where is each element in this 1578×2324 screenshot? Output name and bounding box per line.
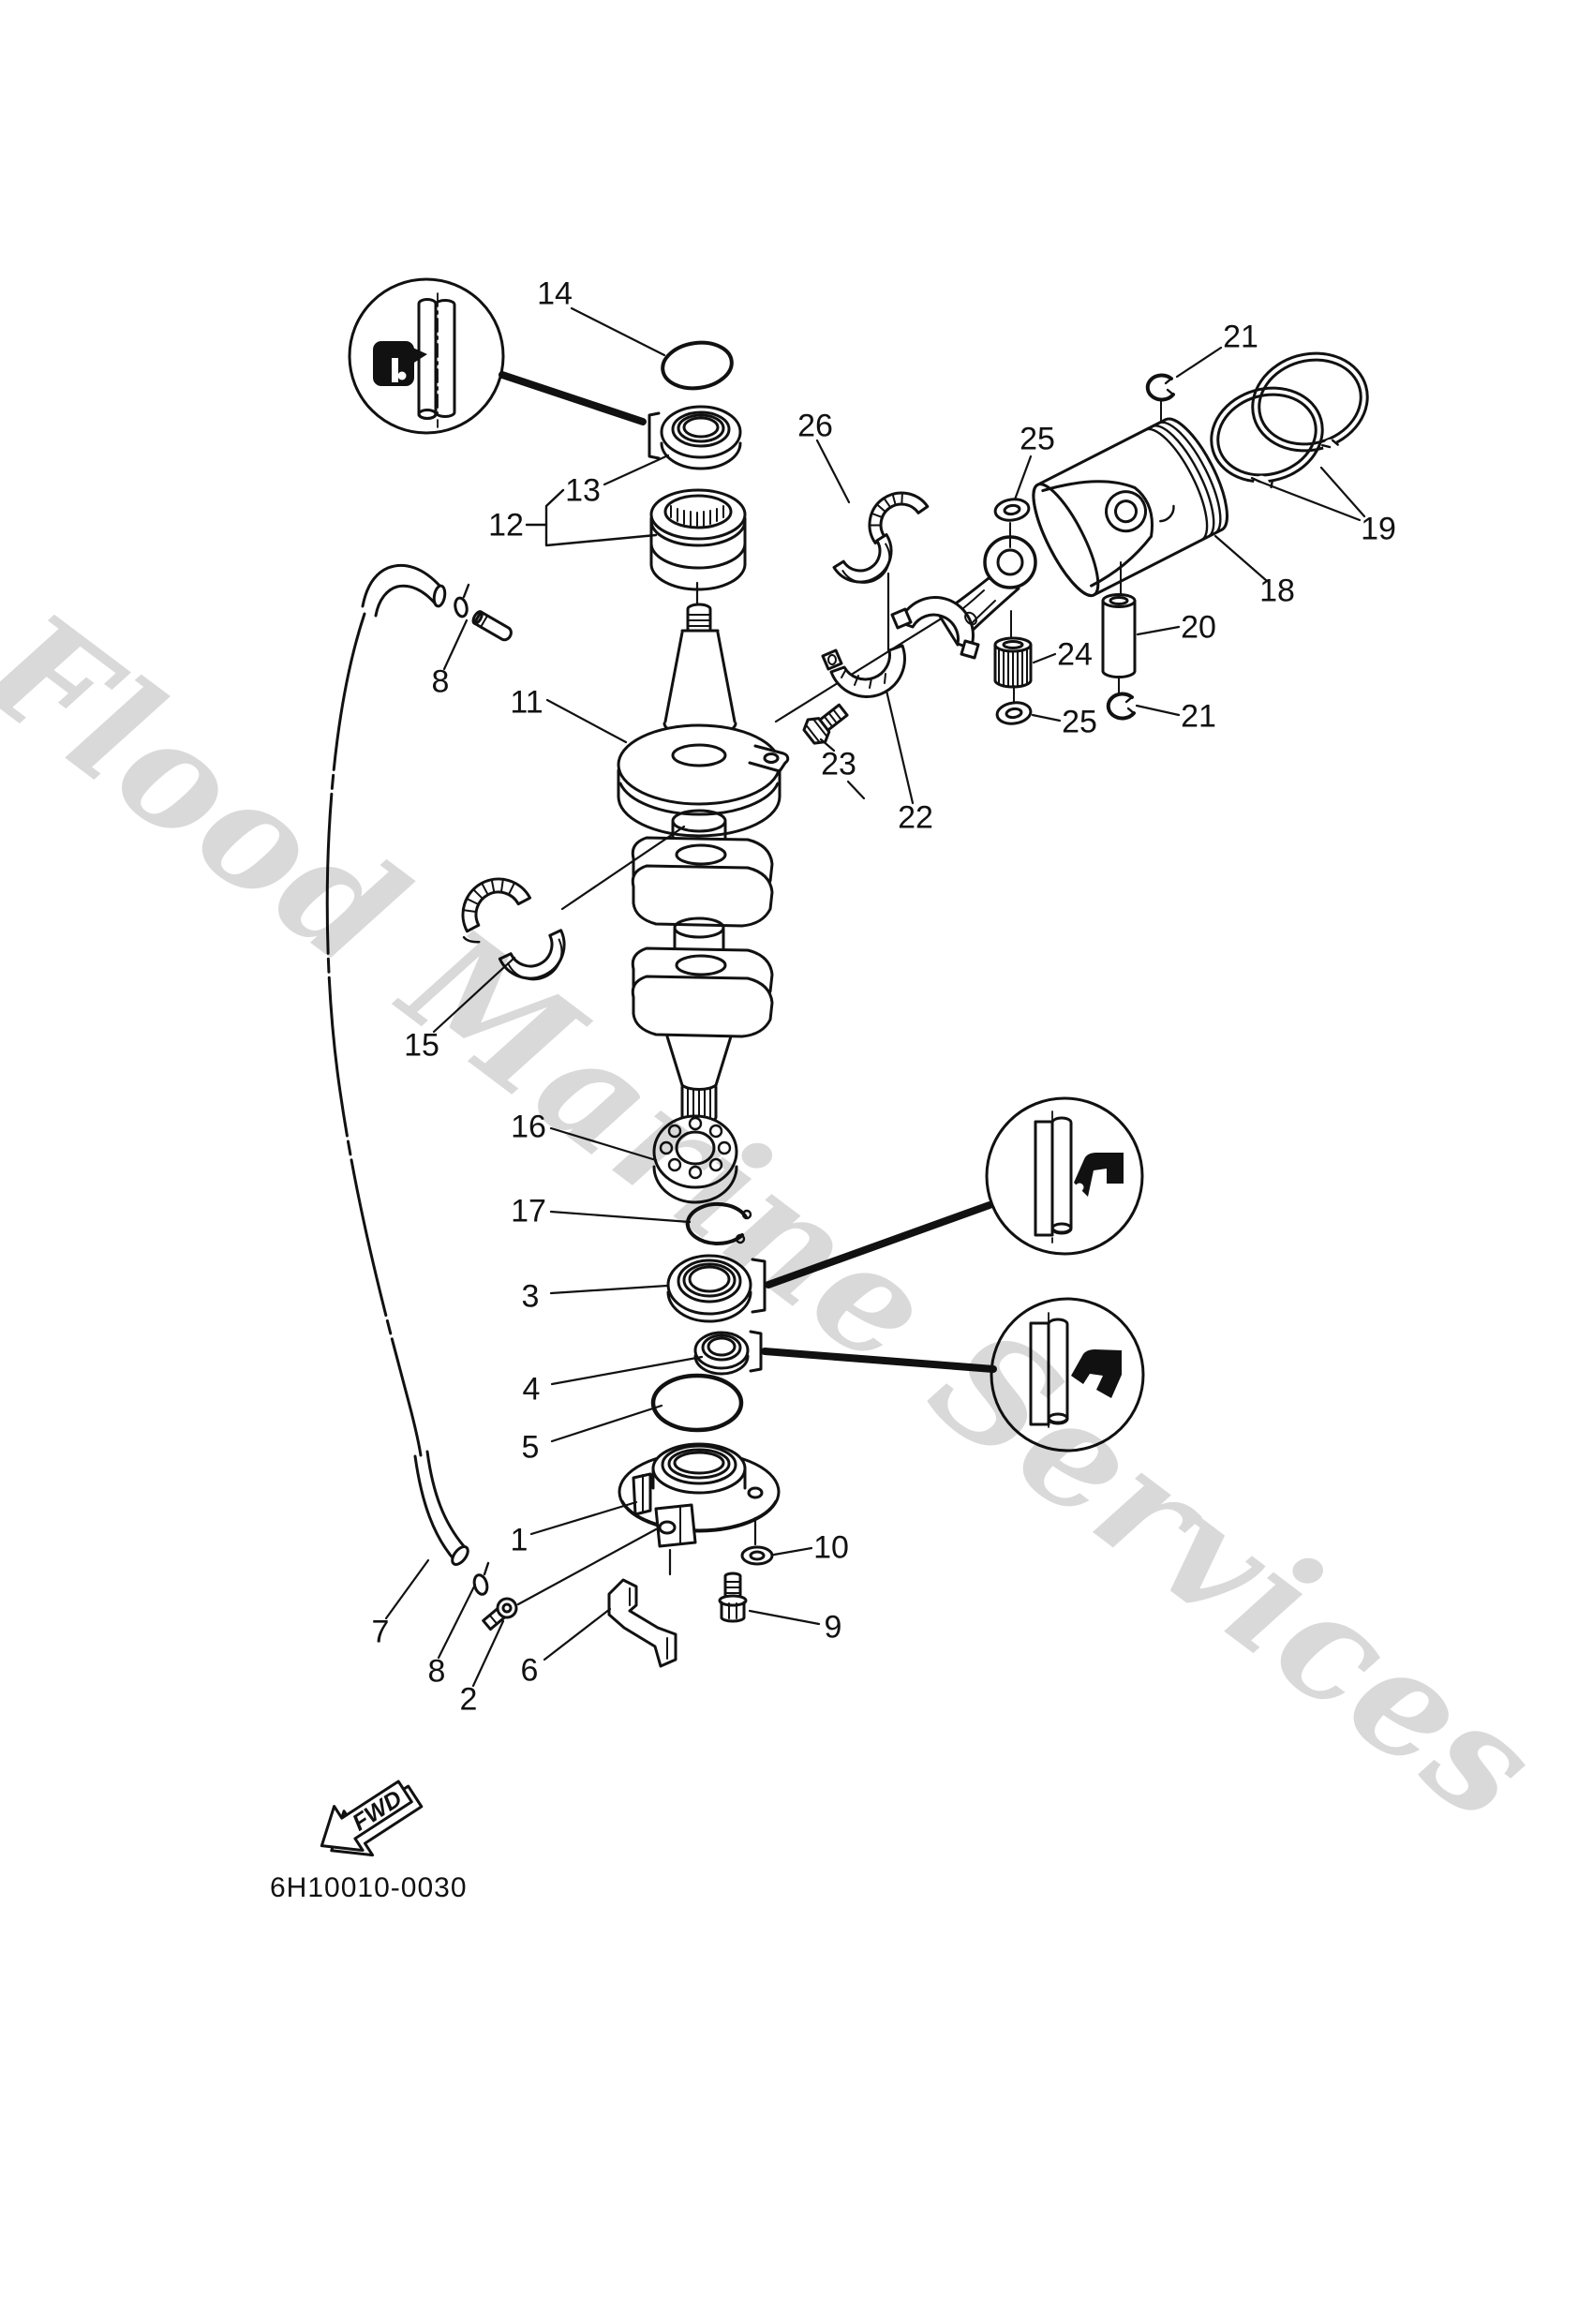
thrust-washer-25-top xyxy=(993,498,1031,522)
bolt-9 xyxy=(718,1572,748,1623)
callout-7-label: 7 xyxy=(371,1614,390,1650)
callout-25-label: 25 xyxy=(1062,704,1097,740)
callout-13-label: 13 xyxy=(565,472,601,509)
o-ring-5 xyxy=(650,1373,744,1433)
callout-22-label: 22 xyxy=(898,799,933,836)
ball-bearing-16 xyxy=(652,1114,738,1204)
oil-seal-3 xyxy=(666,1254,767,1323)
rod-bearing-halves-26 xyxy=(832,491,930,584)
callout-2-label: 2 xyxy=(459,1681,478,1718)
cap-bolt-23 xyxy=(802,703,849,745)
callout-8-label: 8 xyxy=(427,1653,446,1690)
callout-15-label: 15 xyxy=(404,1027,439,1064)
callout-8-label: 8 xyxy=(431,663,450,700)
pin-clip-21-top xyxy=(1145,373,1175,402)
callout-23-label: 23 xyxy=(821,746,856,782)
callout-6-label: 6 xyxy=(520,1652,539,1689)
oil-seal-4 xyxy=(693,1330,763,1376)
bracket-4 xyxy=(749,1330,763,1373)
detail-leader-lines xyxy=(499,371,997,1373)
seal-detail-circle-middle xyxy=(985,1096,1144,1256)
bracket-13 xyxy=(648,411,661,460)
callout-1-label: 1 xyxy=(510,1522,528,1558)
callout-10-label: 10 xyxy=(813,1529,849,1566)
bracket-3 xyxy=(751,1258,767,1314)
seal-cross-section-icon xyxy=(1074,1153,1124,1197)
callout-20-label: 20 xyxy=(1181,609,1216,646)
pin-clip-21-bottom xyxy=(1106,692,1136,721)
seal-detail-circle-bottom xyxy=(990,1297,1145,1452)
callout-24-label: 24 xyxy=(1057,636,1093,673)
connecting-rod xyxy=(774,535,1037,723)
callout-5-label: 5 xyxy=(521,1429,540,1466)
seal-detail-circle-top xyxy=(348,277,505,435)
callout-4-label: 4 xyxy=(522,1371,541,1408)
callout-11-label: 11 xyxy=(510,684,543,721)
seal-cross-section-icon xyxy=(1071,1349,1122,1398)
leader-lines xyxy=(384,306,1366,1688)
callout-16-label: 16 xyxy=(511,1109,546,1145)
oil-seal-13 xyxy=(648,405,742,470)
hose-clip-8-top xyxy=(454,583,470,618)
callout-17-label: 17 xyxy=(511,1193,546,1229)
callout-12-label: 12 xyxy=(488,507,524,544)
callout-19-label: 19 xyxy=(1361,511,1396,547)
callout-21-label: 21 xyxy=(1223,319,1258,355)
retainer-bracket-6 xyxy=(607,1578,677,1668)
callout-26-label: 26 xyxy=(797,408,833,444)
callout-14-label: 14 xyxy=(537,276,573,312)
callout-3-label: 3 xyxy=(521,1278,540,1315)
fitting-2 xyxy=(482,1597,518,1631)
piston-rings-19 xyxy=(1210,351,1369,491)
o-ring-14 xyxy=(661,340,734,391)
callout-9-label: 9 xyxy=(824,1609,842,1646)
thrust-washer-25-bottom xyxy=(995,701,1033,725)
small-end-bearing-24 xyxy=(993,522,1033,704)
callout-21-label: 21 xyxy=(1181,698,1216,735)
seal-cross-section-icon xyxy=(373,341,427,386)
piston-pin-20 xyxy=(1101,561,1137,694)
bracket-12 xyxy=(525,488,658,547)
breather-hose-7 xyxy=(325,563,469,1566)
fwd-direction-arrow: FWD xyxy=(320,1780,424,1857)
bearing-housing-1 xyxy=(516,1442,781,1606)
piston-18 xyxy=(1032,399,1228,598)
main-bearing-halves-15 xyxy=(461,877,566,981)
dowel-pin xyxy=(471,610,513,642)
callout-18-label: 18 xyxy=(1259,573,1295,609)
washer-10 xyxy=(740,1545,774,1566)
drawing-code: 6H10010-0030 xyxy=(270,1872,468,1903)
rod-cap-22 xyxy=(821,644,906,698)
callout-25-label: 25 xyxy=(1020,421,1055,457)
